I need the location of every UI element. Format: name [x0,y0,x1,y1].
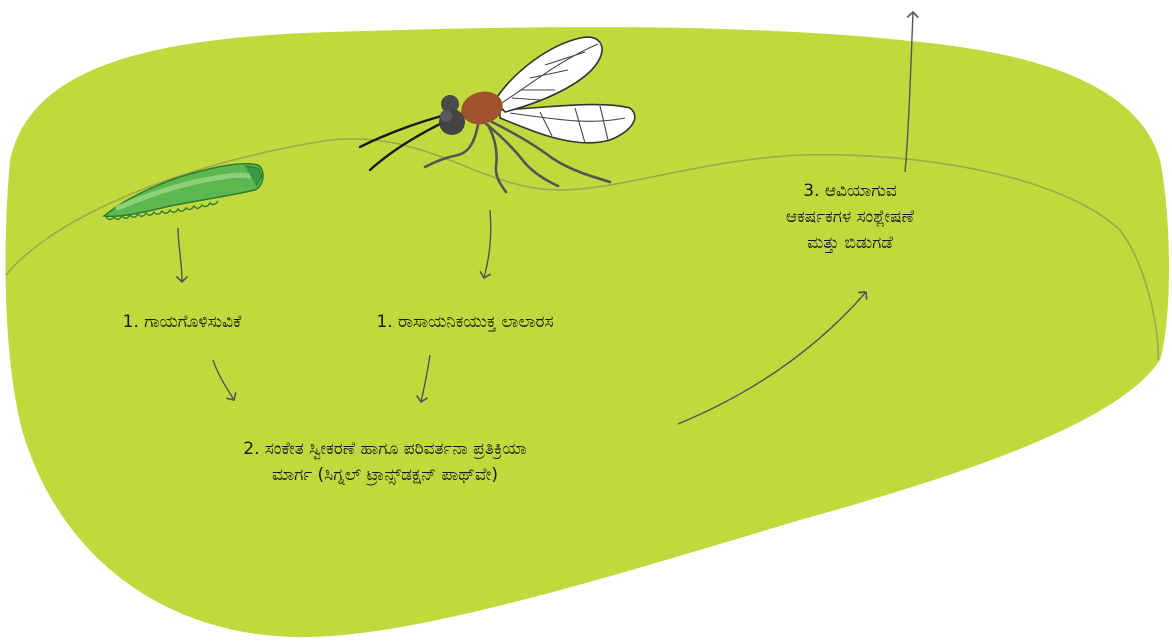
step-signal-label: 2. ಸಂಕೇತ ಸ್ವೀಕರಣೆ ಹಾಗೂ ಪರಿವರ್ತನಾ ಪ್ರತಿಕ್… [140,436,630,488]
step-volatile-label: 3. ಆವಿಯಾಗುವ ಆಕರ್ಷಕಗಳ ಸಂಶ್ಲೇಷಣೆ ಮತ್ತು ಬಿಡ… [725,178,975,256]
step-wounding-text: 1. ಗಾಯಗೊಳಿಸುವಿಕೆ [123,312,242,332]
step-volatile-line1: 3. ಆವಿಯಾಗುವ [725,178,975,204]
step-wounding-label: 1. ಗಾಯಗೊಳಿಸುವಿಕೆ [72,309,292,335]
step-volatile-line3: ಮತ್ತು ಬಿಡುಗಡೆ [725,230,975,256]
step-saliva-text: 1. ರಾಸಾಯನಿಕಯುಕ್ತ ಲಾಲಾರಸ [376,312,553,332]
step-signal-line1: 2. ಸಂಕೇತ ಸ್ವೀಕರಣೆ ಹಾಗೂ ಪರಿವರ್ತನಾ ಪ್ರತಿಕ್… [140,436,630,462]
step-signal-line2: ಮಾರ್ಗ (ಸಿಗ್ನಲ್ ಟ್ರಾನ್ಸ್‌ಡಕ್ಷನ್ ಪಾಥ್‌ವೇ) [140,462,630,488]
step-saliva-label: 1. ರಾಸಾಯನಿಕಯುಕ್ತ ಲಾಲಾರಸ [300,309,630,335]
step-volatile-line2: ಆಕರ್ಷಕಗಳ ಸಂಶ್ಲೇಷಣೆ [725,204,975,230]
